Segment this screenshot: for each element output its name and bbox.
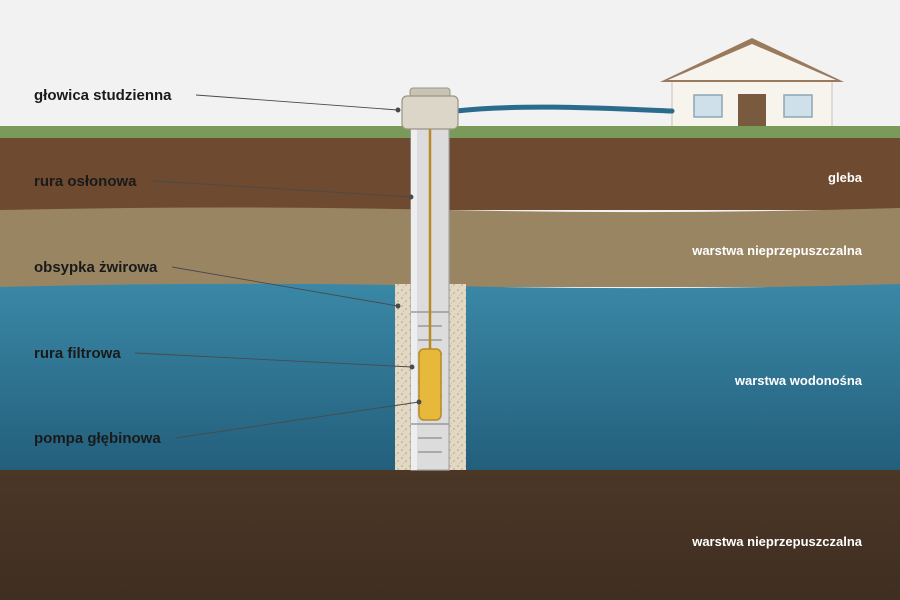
grass-strip [0, 126, 900, 138]
house-icon [660, 38, 844, 129]
impermeable-upper-layer [0, 207, 900, 287]
layer-label-impermeable-lower: warstwa nieprzepuszczalna [692, 534, 862, 549]
label-pump: pompa głębinowa [34, 430, 161, 447]
layer-label-aquifer: warstwa wodonośna [734, 373, 862, 388]
casing-highlight [411, 128, 417, 470]
outflow-pipe [453, 104, 675, 114]
label-casing-pipe: rura osłonowa [34, 173, 137, 190]
layer-label-impermeable-upper: warstwa nieprzepuszczalna [692, 243, 862, 258]
pump-icon [418, 348, 442, 421]
label-gravel-pack: obsypka żwirowa [34, 259, 158, 276]
wellhead-icon [401, 87, 459, 130]
impermeable-lower-layer [0, 470, 900, 600]
label-wellhead: głowica studzienna [34, 87, 172, 104]
layer-label-soil: gleba [828, 170, 862, 185]
soil-layer [0, 138, 900, 210]
leader-lines [134, 94, 422, 439]
label-filter-pipe: rura filtrowa [34, 345, 121, 362]
